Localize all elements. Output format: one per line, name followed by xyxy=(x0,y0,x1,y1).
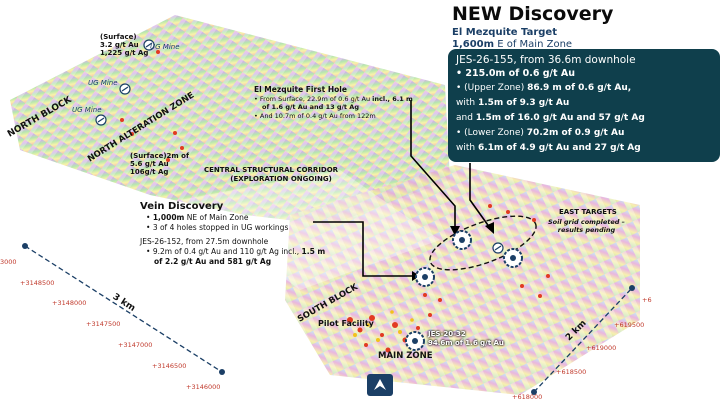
callout-line-4-prefix: and xyxy=(456,113,476,123)
coord-left-1: +3148500 xyxy=(20,279,55,287)
surface-sample-2m: (Surface)2m of 5.6 g/t Au 106g/t Ag xyxy=(130,152,189,176)
coord-left-4: +3147000 xyxy=(118,341,153,349)
coord-left-3: +3147500 xyxy=(86,320,121,328)
drill-target-icon[interactable] xyxy=(404,330,426,352)
callout-line-4-bold: 1.5m of 16.0 g/t Au and 57 g/t Ag xyxy=(475,113,645,123)
vein-b2: 3 of 4 holes stopped in UG workings xyxy=(152,223,289,232)
ug-mine-icon xyxy=(143,39,155,51)
page-subtitle: El Mezquite Target xyxy=(452,27,557,38)
coord-right-4: +618000 xyxy=(512,393,543,401)
main-zone-label: MAIN ZONE xyxy=(378,351,433,361)
callout-line-1: • 215.0m of 0.6 g/t Au xyxy=(456,68,575,79)
coord-left-2: +3148000 xyxy=(52,299,87,307)
ug-mine-label-2: UG Mine xyxy=(88,79,118,87)
page-title: NEW Discovery xyxy=(452,3,614,25)
distance-note: 1,600m E of Main Zone xyxy=(452,39,572,50)
vein-hole: JES-26-152, from 27.5m downhole xyxy=(140,237,269,246)
callout-title: JES-26-155, from 36.6m downhole xyxy=(456,54,636,66)
coord-right-0: +6 xyxy=(642,296,652,304)
surface-top-au: 3.2 g/t Au xyxy=(100,41,139,49)
surface-top-ag: 1,225 g/t Ag xyxy=(100,49,149,57)
north-arrow-icon xyxy=(367,374,393,396)
coord-right-3: +618500 xyxy=(556,368,587,376)
vein-b3-bold: 1.5 m xyxy=(301,247,326,256)
first-hole-note: El Mezquite First Hole • From Surface, 2… xyxy=(254,85,413,120)
vein-bullet-2: • 3 of 4 holes stopped in UG workings xyxy=(146,223,289,232)
surface-top-label: (Surface) xyxy=(100,33,137,41)
vein-b1-bold: 1,000m xyxy=(152,213,185,222)
vein-title: Vein Discovery xyxy=(140,201,224,212)
callout-line-2-prefix: • (Upper Zone) xyxy=(456,83,528,93)
callout-line-5: • (Lower Zone) 70.2m of 0.9 g/t Au xyxy=(456,128,624,138)
first-hole-title: El Mezquite First Hole xyxy=(254,85,347,94)
coord-left-6: +3146000 xyxy=(186,383,221,391)
discovery-callout: JES-26-155, from 36.6m downhole • 215.0m… xyxy=(448,49,720,162)
callout-line-5-prefix: • (Lower Zone) xyxy=(456,128,527,138)
vein-bullet-4: of 2.2 g/t Au and 581 g/t Ag xyxy=(154,257,272,266)
ug-mine-icon xyxy=(95,114,107,126)
central-corridor-title: CENTRAL STRUCTURAL CORRIDOR xyxy=(204,166,339,174)
drill-target-icon[interactable] xyxy=(451,229,473,251)
central-corridor-sub: (EXPLORATION ONGOING) xyxy=(230,175,332,183)
surface-2m-label: (Surface)2m of xyxy=(130,152,189,160)
vein-b3: 9.2m of 0.4 g/t Au and 110 g/t Ag incl., xyxy=(152,247,302,256)
surface-2m-au: 5.6 g/t Au xyxy=(130,160,169,168)
callout-line-6: with 6.1m of 4.9 g/t Au and 27 g/t Ag xyxy=(456,143,641,153)
coord-left-5: +3146500 xyxy=(152,362,187,370)
distance-value: 1,600m xyxy=(452,39,495,50)
coord-left-0: 3000 xyxy=(0,258,17,266)
soil-grid-line-1: Soil grid completed – xyxy=(548,218,625,226)
jes-20-32-label: JES-20-32 94.6m of 1.6 g/t Au xyxy=(428,330,504,348)
east-targets-label: EAST TARGETS xyxy=(559,208,617,217)
distance-rest: E of Main Zone xyxy=(494,39,573,50)
callout-line-3: with 1.5m of 9.3 g/t Au xyxy=(456,98,569,108)
first-hole-line-1: • From Surface, 22.9m of 0.6 g/t Au incl… xyxy=(254,94,413,103)
vein-bullet-1: • 1,000m NE of Main Zone xyxy=(146,213,249,222)
coord-right-1: +619500 xyxy=(614,321,645,329)
jes-20-32-value: 94.6m of 1.6 g/t Au xyxy=(428,339,504,347)
vein-bullet-3: • 9.2m of 0.4 g/t Au and 110 g/t Ag incl… xyxy=(146,247,326,256)
callout-line-2-bold: 86.9 m of 0.6 g/t Au, xyxy=(527,83,632,93)
ug-mine-label-1: UG Mine xyxy=(150,43,180,51)
first-hole-l1-bold: incl., 6.1 m xyxy=(372,94,413,103)
callout-line-3-bold: 1.5m of 9.3 g/t Au xyxy=(477,98,570,108)
callout-line-3-prefix: with xyxy=(456,98,478,108)
central-corridor-label: CENTRAL STRUCTURAL CORRIDOR (EXPLORATION… xyxy=(204,166,338,184)
drill-target-icon[interactable] xyxy=(502,247,524,269)
callout-line-4: and 1.5m of 16.0 g/t Au and 57 g/t Ag xyxy=(456,113,645,123)
soil-grid-note: Soil grid completed – results pending xyxy=(548,218,625,234)
soil-grid-line-2: results pending xyxy=(557,226,616,234)
vein-discovery-note: Vein Discovery • 1,000m NE of Main Zone … xyxy=(140,200,325,267)
coord-right-2: +619000 xyxy=(586,344,617,352)
pilot-facility-label: Pilot Facility xyxy=(318,319,374,328)
callout-line-5-bold: 70.2m of 0.9 g/t Au xyxy=(526,128,625,138)
first-hole-line-2: of 1.6 g/t Au and 13 g/t Ag xyxy=(262,103,359,111)
callout-line-6-bold: 6.1m of 4.9 g/t Au and 27 g/t Ag xyxy=(477,143,641,153)
ug-mine-label-3: UG Mine xyxy=(72,106,102,114)
surface-sample-top: (Surface) 3.2 g/t Au 1,225 g/t Ag xyxy=(100,33,148,57)
callout-line-2: • (Upper Zone) 86.9 m of 0.6 g/t Au, xyxy=(456,83,631,93)
jes-20-32-title: JES-20-32 xyxy=(428,330,466,338)
first-hole-l3: And 10.7m of 0.4 g/t Au from 122m xyxy=(259,111,376,120)
vein-b1-rest: NE of Main Zone xyxy=(184,213,249,222)
east-targets-title: EAST TARGETS xyxy=(559,208,617,216)
drill-target-icon[interactable] xyxy=(414,266,436,288)
ug-mine-icon xyxy=(119,83,131,95)
first-hole-l1: From Surface, 22.9m of 0.6 g/t Au xyxy=(259,94,373,103)
callout-line-6-prefix: with xyxy=(456,143,478,153)
ug-mine-icon xyxy=(492,242,504,254)
surface-2m-ag: 106g/t Ag xyxy=(130,168,169,176)
first-hole-line-3: • And 10.7m of 0.4 g/t Au from 122m xyxy=(254,111,376,120)
